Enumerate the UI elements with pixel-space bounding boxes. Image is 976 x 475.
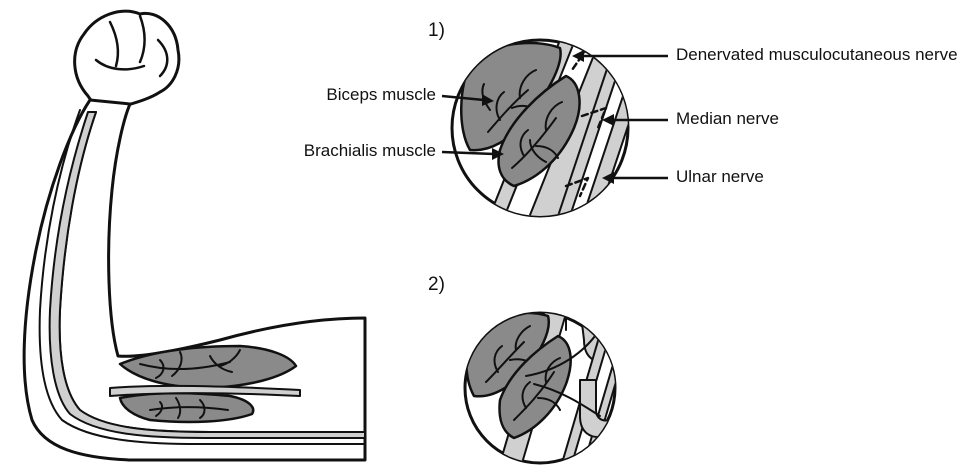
magnified-view-2 [465,290,640,470]
fist [75,11,179,108]
brachialis-label: Brachialis muscle [304,141,436,160]
arm-illustration [24,11,365,460]
biceps-label: Biceps muscle [326,85,436,104]
step-label-2: 2) [428,274,445,295]
ulnar-nerve-label: Ulnar nerve [676,167,764,186]
median-nerve-label: Median nerve [676,109,779,128]
denervated-nerve-label: Denervated musculocutaneous nerve [676,45,958,64]
step-label-1: 1) [428,20,445,41]
magnified-view-1 [452,34,650,240]
